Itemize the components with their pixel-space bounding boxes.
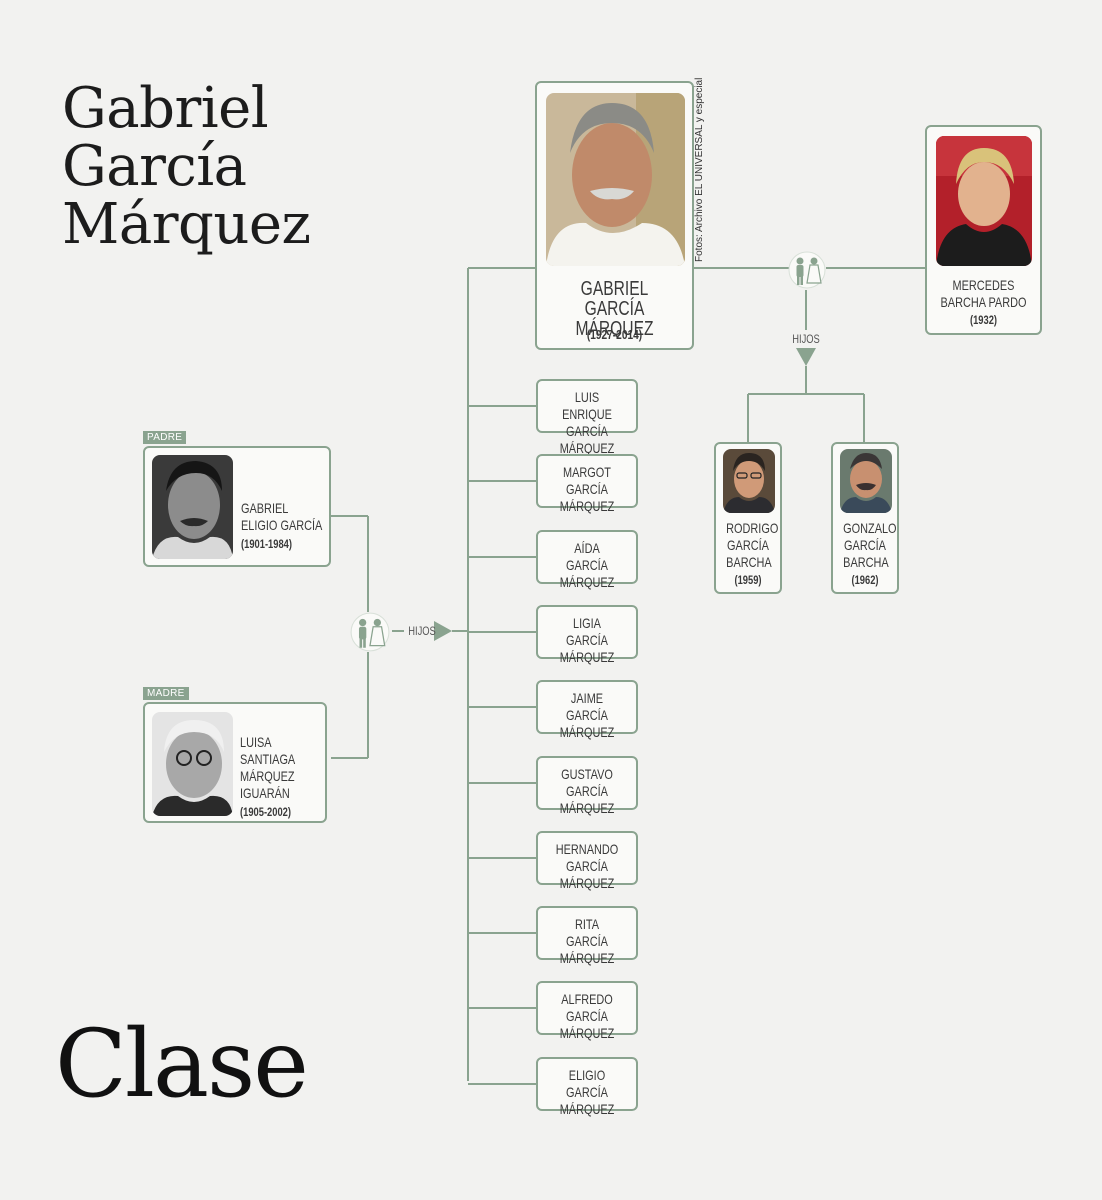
sibling-last-name: GARCÍA MÁRQUEZ xyxy=(559,423,615,456)
sibling-first-name: HERNANDO xyxy=(555,841,619,857)
main-person-photo xyxy=(546,93,685,266)
child-card-rodrigo: RODRIGO GARCÍA BARCHA (1959) xyxy=(714,442,782,594)
sibling-first-name: GUSTAVO xyxy=(561,766,613,782)
children-label: HIJOS xyxy=(792,332,820,346)
child-photo xyxy=(723,449,775,513)
mother-card: LUISA SANTIAGA MÁRQUEZ IGUARÁN (1905-200… xyxy=(143,702,327,823)
sibling-first-name: AÍDA xyxy=(574,540,600,556)
mother-years: (1905-2002) xyxy=(240,805,292,819)
father-years: (1901-1984) xyxy=(241,537,293,551)
father-card: GABRIEL ELIGIO GARCÍA (1901-1984) xyxy=(143,446,331,567)
mother-name: LUISA SANTIAGA MÁRQUEZ IGUARÁN xyxy=(240,734,295,801)
spouse-years: (1932) xyxy=(969,313,998,327)
father-tag: PADRE xyxy=(143,431,187,444)
spouse-name: MERCEDES BARCHA PARDO xyxy=(940,277,1027,310)
sibling-last-name: GARCÍA MÁRQUEZ xyxy=(559,858,615,891)
brand-logo: Clase xyxy=(55,1010,309,1119)
sibling-last-name: GARCÍA MÁRQUEZ xyxy=(559,783,615,816)
mother-tag: MADRE xyxy=(143,687,189,700)
title-line-2: García xyxy=(62,134,247,199)
title-line-3: Márquez xyxy=(62,192,311,257)
portrait-icon xyxy=(152,455,233,559)
mother-photo xyxy=(152,712,233,816)
child-card-gonzalo: GONZALO GARCÍA BARCHA (1962) xyxy=(831,442,899,594)
portrait-icon xyxy=(152,712,233,816)
sibling-first-name: MARGOT xyxy=(563,464,611,480)
main-person-name: GABRIEL GARCÍA MÁRQUEZ xyxy=(575,278,654,340)
sibling-first-name: ELIGIO xyxy=(568,1067,606,1083)
sibling-last-name: GARCÍA MÁRQUEZ xyxy=(559,557,615,590)
main-person-card: GABRIEL GARCÍA MÁRQUEZ (1927-2014) xyxy=(535,81,694,350)
sibling-last-name: GARCÍA MÁRQUEZ xyxy=(559,481,615,514)
siblings-label: HIJOS xyxy=(408,624,436,638)
child-years: (1959) xyxy=(734,573,762,587)
sibling-last-name: GARCÍA MÁRQUEZ xyxy=(559,933,615,966)
marriage-icon xyxy=(350,611,390,653)
sibling-first-name: RITA xyxy=(574,916,600,932)
sibling-last-name: GARCÍA MÁRQUEZ xyxy=(559,632,615,665)
spouse-card: MERCEDES BARCHA PARDO (1932) xyxy=(925,125,1042,335)
portrait-icon xyxy=(546,93,685,266)
portrait-icon xyxy=(723,449,775,513)
sibling-last-name: GARCÍA MÁRQUEZ xyxy=(559,707,615,740)
father-name: GABRIEL ELIGIO GARCÍA xyxy=(241,500,323,533)
child-name: RODRIGO GARCÍA BARCHA xyxy=(726,520,779,570)
sibling-first-name: LUIS ENRIQUE xyxy=(562,389,612,422)
sibling-first-name: LIGIA xyxy=(573,615,601,631)
sibling-first-name: JAIME xyxy=(570,690,604,706)
title-line-1: Gabriel xyxy=(62,76,269,141)
photo-credit: Fotos: Archivo EL UNIVERSAL y especial xyxy=(694,77,705,262)
child-name: GONZALO GARCÍA BARCHA xyxy=(843,520,897,570)
father-photo xyxy=(152,455,233,559)
child-photo xyxy=(840,449,892,513)
portrait-icon xyxy=(936,136,1032,266)
sibling-last-name: GARCÍA MÁRQUEZ xyxy=(559,1008,615,1041)
marriage-icon xyxy=(788,250,826,290)
spouse-photo xyxy=(936,136,1032,266)
page-title: Gabriel García Márquez xyxy=(62,80,311,254)
sibling-first-name: ALFREDO xyxy=(561,991,613,1007)
portrait-icon xyxy=(840,449,892,513)
sibling-last-name: GARCÍA MÁRQUEZ xyxy=(559,1084,615,1117)
main-person-years: (1927-2014) xyxy=(586,327,643,342)
child-years: (1962) xyxy=(851,573,879,587)
